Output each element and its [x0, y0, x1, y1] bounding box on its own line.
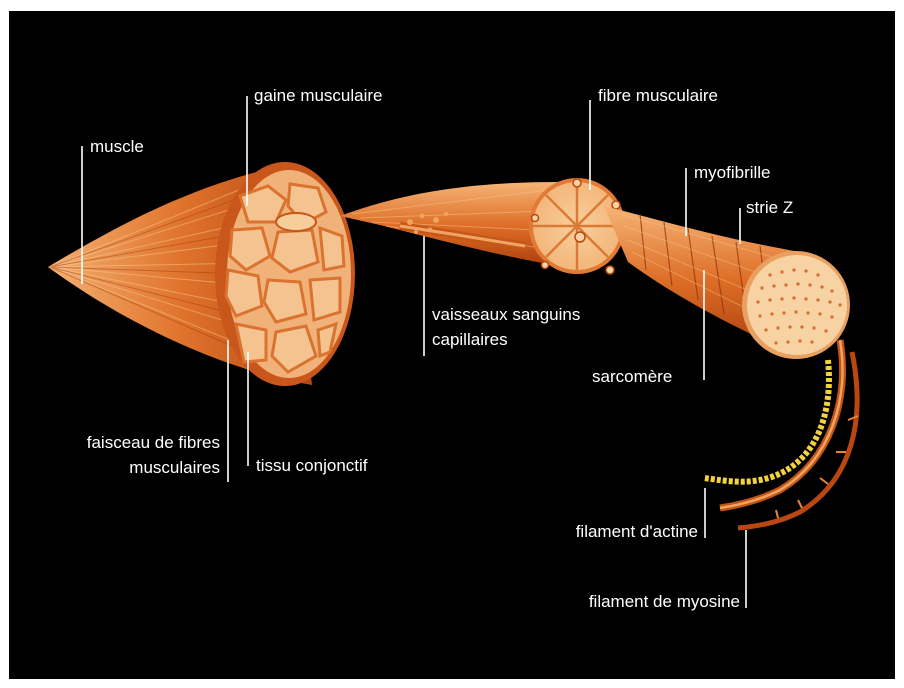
label-gaine-musculaire: gaine musculaire: [254, 86, 383, 106]
muscle-cross-section: [215, 162, 355, 386]
label-vaisseaux-sanguins: vaisseaux sanguins: [432, 305, 580, 325]
myofibril: [604, 206, 850, 359]
label-musculaires: musculaires: [129, 458, 220, 478]
label-fibre-musculaire: fibre musculaire: [598, 86, 718, 106]
label-myofibrille: myofibrille: [694, 163, 771, 183]
label-capillaires: capillaires: [432, 330, 508, 350]
label-sarcomere: sarcomère: [592, 367, 672, 387]
actin-myosin-filaments: [704, 340, 858, 528]
label-muscle: muscle: [90, 137, 144, 157]
muscle-fiber-bundle: [340, 178, 625, 274]
label-strie-z: strie Z: [746, 198, 793, 218]
label-faisceau-de-fibres: faisceau de fibres: [87, 433, 220, 453]
label-tissu-conjonctif: tissu conjonctif: [256, 456, 368, 476]
label-filament-actine: filament d'actine: [576, 522, 698, 542]
label-filament-myosine: filament de myosine: [589, 592, 740, 612]
